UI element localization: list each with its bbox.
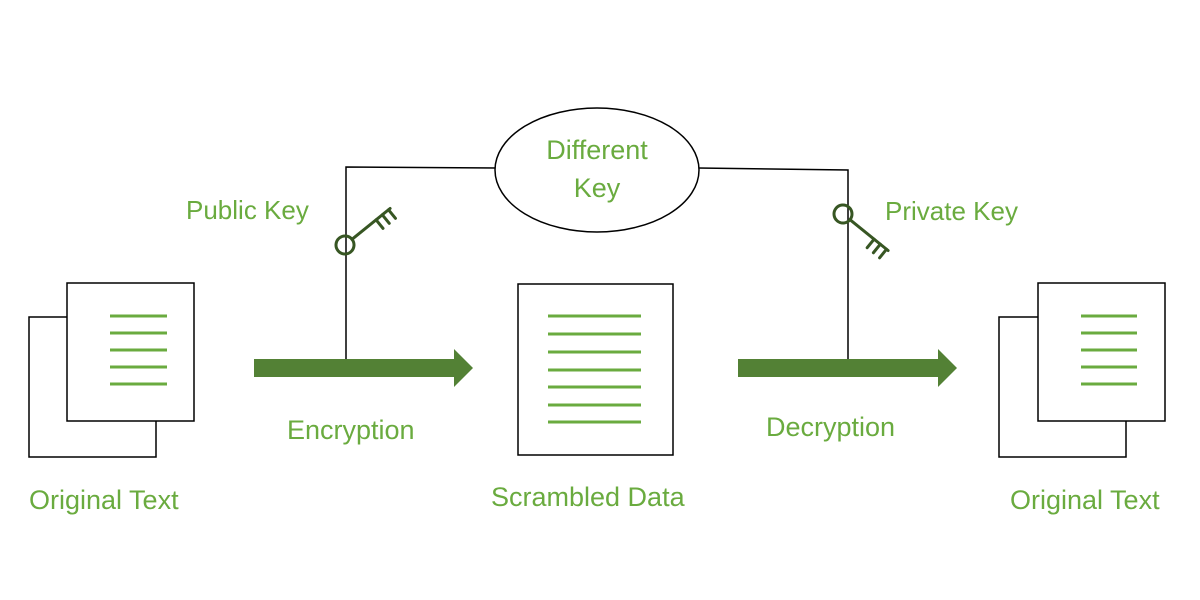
public-key-icon <box>334 206 397 256</box>
decryption-label: Decryption <box>766 412 896 442</box>
text-lines <box>548 314 641 424</box>
result-document-stack-icon <box>998 282 1166 458</box>
scrambled-data-label: Scrambled Data <box>491 482 685 512</box>
front-page <box>66 282 195 422</box>
original-text-document-stack-icon <box>28 282 195 458</box>
text-lines <box>110 314 167 386</box>
connector-lines <box>345 166 849 360</box>
different-key-oval-label: Different Key <box>546 131 648 207</box>
public-key-label: Public Key <box>186 195 309 225</box>
oval-label-line-2: Key <box>573 173 621 203</box>
private-key-connector <box>697 167 849 360</box>
encryption-label: Encryption <box>287 415 415 445</box>
public-key-connector <box>345 166 498 360</box>
encryption-arrow-icon <box>254 349 473 387</box>
result-text-label: Original Text <box>1010 485 1160 515</box>
private-key-icon <box>832 203 890 260</box>
scrambled-data-document-icon <box>517 283 674 456</box>
text-lines <box>1081 314 1137 386</box>
private-key-label: Private Key <box>885 196 1018 226</box>
oval-label-line-1: Different <box>546 135 648 165</box>
different-key-oval <box>494 107 700 233</box>
original-text-label: Original Text <box>29 485 179 515</box>
front-page <box>1037 282 1166 422</box>
decryption-arrow-icon <box>738 349 957 387</box>
